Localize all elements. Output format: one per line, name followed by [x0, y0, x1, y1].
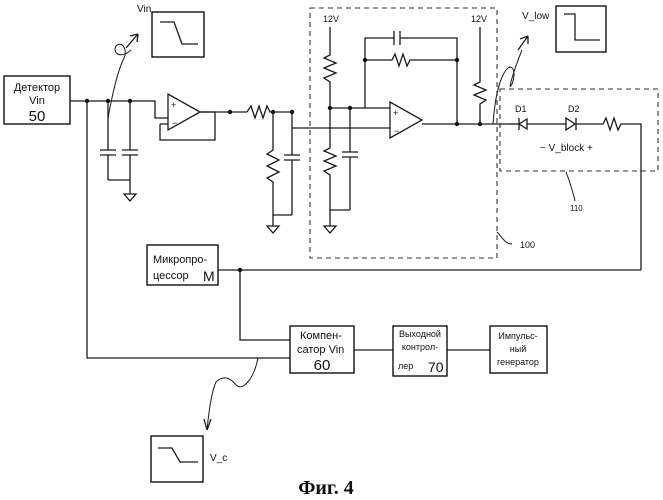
supply-right-label: 12V [471, 14, 487, 24]
detector-label-line2: Vin [29, 95, 45, 107]
svg-text:−: − [172, 118, 177, 128]
compensator-number: 60 [314, 357, 331, 374]
vin-label: Vin [137, 4, 151, 15]
comparator-opamp: + − [390, 102, 422, 138]
v-block-label: − V_block + [540, 143, 593, 154]
v-low-waveform-box [556, 6, 606, 52]
ref-100-label: 100 [520, 240, 535, 250]
detector-output-wire [70, 101, 168, 118]
output-controller-label-line2: контрол- [402, 342, 438, 352]
supply-left-label: 12V [323, 14, 339, 24]
microprocessor-label-line2: цессор [153, 270, 189, 282]
svg-text:+: + [171, 100, 176, 110]
block-100-boundary [310, 8, 497, 258]
detector-block: Детектор Vin 50 [4, 76, 70, 125]
v-c-label: V_c [210, 453, 227, 464]
output-controller-number: 70 [428, 359, 444, 375]
pulse-generator-label-line3: генератор [497, 357, 539, 367]
figure-caption: Фиг. 4 [298, 477, 354, 499]
microprocessor-letter: M [203, 268, 215, 284]
rc-filter [267, 112, 300, 233]
ground-icon [124, 194, 136, 201]
series-resistor [247, 106, 292, 118]
output-controller-label-line3: лер [398, 361, 413, 371]
pulse-generator-label-line1: Импульс- [498, 331, 537, 341]
block-110-boundary [500, 89, 658, 171]
v-c-probe: V_c [151, 358, 258, 482]
pulse-generator-label-line2: ный [510, 344, 526, 354]
pulse-generator-block: Импульс- ный генератор [490, 326, 547, 373]
ground-icon [324, 226, 336, 233]
v-low-label: V_low [522, 11, 550, 22]
v-c-waveform-box [151, 436, 203, 482]
microprocessor-block: Микропро- цессор M [147, 245, 218, 285]
compensator-label-line1: Компен- [300, 330, 342, 342]
svg-text:−: − [394, 126, 399, 136]
output-controller-label-line1: Выходной [399, 329, 441, 339]
ref-110-label: 110 [570, 204, 583, 213]
compensator-block: Компен- сатор Vin 60 [290, 326, 354, 374]
d1-label: D1 [515, 104, 527, 114]
d2-label: D2 [568, 104, 580, 114]
detector-number: 50 [29, 108, 46, 125]
input-filter-capacitors [100, 101, 138, 201]
buffer-opamp: + − [160, 94, 215, 140]
reference-divider: 12V [323, 14, 390, 233]
v-low-probe: V_low [493, 6, 606, 124]
output-controller-block: Выходной контрол- лер 70 [393, 326, 447, 376]
feedback-network [363, 31, 459, 124]
pull-up-resistor: 12V [471, 14, 487, 124]
svg-text:+: + [393, 108, 398, 118]
microprocessor-label-line1: Микропро- [153, 254, 208, 266]
detector-label-line1: Детектор [14, 82, 60, 94]
compensator-label-line2: сатор Vin [297, 344, 344, 356]
ground-icon [267, 226, 279, 233]
